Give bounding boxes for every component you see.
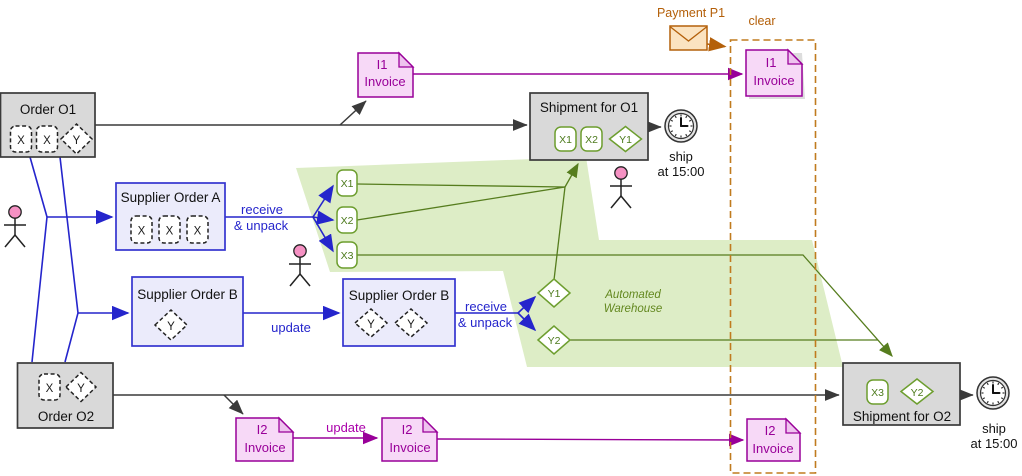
svg-text:Invoice: Invoice [752, 441, 793, 456]
svg-text:Automated: Automated [604, 289, 661, 301]
ship-time-label-o1: ship at 15:00 [658, 149, 705, 179]
svg-text:receive: receive [241, 202, 283, 217]
svg-text:X3: X3 [871, 387, 884, 399]
invoice-i2-node-1: I2 Invoice [235, 416, 295, 462]
invoice-i1-node-2: I1 Invoice [745, 48, 805, 99]
edge-x3-to-shipment-o2 [357, 254, 893, 357]
supplier-order-b-node-1: Supplier Order B Y [131, 276, 244, 347]
svg-text:X1: X1 [341, 178, 354, 190]
invoice-i2-node-2: I2 Invoice [381, 416, 439, 462]
clock-icon-o1 [664, 109, 698, 143]
edge-split-to-x2 [312, 210, 335, 225]
svg-text:X: X [17, 135, 25, 147]
receive-unpack-label-1: receive & unpack [234, 202, 289, 233]
warehouse-actor-icon [289, 244, 311, 287]
edge-o1-to-o2-right [59, 156, 79, 363]
automated-warehouse-zone [296, 157, 843, 367]
svg-text:I2: I2 [257, 422, 268, 437]
svg-text:Y: Y [77, 383, 85, 395]
payment-envelope-icon [669, 25, 708, 51]
svg-text:Invoice: Invoice [244, 440, 285, 455]
automated-warehouse-label: Automated Warehouse [604, 289, 663, 315]
clear-scope-box [729, 39, 817, 474]
svg-text:X3: X3 [341, 250, 354, 262]
update-label-2: update [326, 420, 366, 435]
order-o1-node: Order O1 X X Y [0, 92, 96, 158]
shipping-actor-icon [610, 166, 632, 209]
svg-text:& unpack: & unpack [234, 218, 289, 233]
clear-label: clear [748, 14, 775, 28]
svg-text:I1: I1 [377, 57, 388, 72]
svg-text:Y2: Y2 [911, 387, 924, 399]
svg-text:Invoice: Invoice [389, 440, 430, 455]
payment-p1-label: Payment P1 [657, 6, 725, 20]
svg-text:Y1: Y1 [548, 288, 561, 300]
svg-text:& unpack: & unpack [458, 315, 513, 330]
svg-text:at 15:00: at 15:00 [658, 164, 705, 179]
edge-invoice-i2-flow [436, 433, 745, 447]
invoice-i2-node-3: I2 Invoice [746, 417, 802, 462]
svg-text:X: X [138, 226, 146, 238]
customer-actor-icon [4, 205, 26, 248]
svg-text:X: X [43, 135, 51, 147]
svg-text:receive: receive [465, 299, 507, 314]
svg-text:Order O2: Order O2 [38, 409, 94, 424]
edge-payment-to-clear [706, 37, 727, 52]
svg-text:Shipment for O1: Shipment for O1 [540, 100, 638, 115]
svg-text:X: X [46, 383, 54, 395]
ship-time-label-o2: ship at 15:00 [971, 421, 1018, 451]
invoice-i1-node-1: I1 Invoice [357, 51, 415, 98]
edge-o2-to-invoice-i2 [223, 394, 244, 415]
svg-text:Invoice: Invoice [364, 74, 405, 89]
svg-text:Y: Y [367, 319, 375, 331]
svg-text:I2: I2 [402, 422, 413, 437]
shipment-o2-node: X3 Y2 Shipment for O2 [842, 362, 961, 426]
svg-text:Y: Y [167, 321, 175, 333]
svg-text:Warehouse: Warehouse [604, 303, 663, 315]
item-x3-node: X3 [336, 241, 358, 269]
svg-text:ship: ship [669, 149, 693, 164]
svg-text:Shipment for O2: Shipment for O2 [853, 409, 951, 424]
clock-icon-o2 [976, 376, 1010, 410]
receive-unpack-label-2: receive & unpack [458, 299, 513, 330]
svg-text:I2: I2 [765, 423, 776, 438]
svg-text:Y: Y [407, 319, 415, 331]
svg-text:Order O1: Order O1 [20, 102, 76, 117]
svg-text:I1: I1 [766, 55, 777, 70]
edge-o1-to-o2-left [29, 156, 48, 363]
svg-text:Y: Y [73, 135, 81, 147]
edge-x1-to-merge [356, 183, 566, 188]
edge-o1-to-invoice-i1 [339, 100, 367, 126]
svg-text:X1: X1 [559, 134, 572, 146]
shipment-o1-node: Shipment for O1 X1 X2 Y1 [529, 92, 649, 161]
svg-text:Y2: Y2 [548, 335, 561, 347]
svg-text:X: X [194, 226, 202, 238]
svg-text:Supplier Order B: Supplier Order B [349, 288, 450, 303]
svg-text:Y1: Y1 [619, 134, 632, 146]
svg-text:Invoice: Invoice [753, 73, 794, 88]
svg-text:at 15:00: at 15:00 [971, 436, 1018, 451]
svg-text:X: X [166, 226, 174, 238]
supplier-order-a-node: Supplier Order A X X X [115, 182, 226, 251]
supplier-order-b-node-2: Supplier Order B Y Y [342, 278, 456, 347]
svg-text:Supplier Order A: Supplier Order A [121, 190, 221, 205]
svg-text:X2: X2 [341, 215, 354, 227]
update-label-1: update [271, 320, 311, 335]
item-y2-node: Y2 [536, 325, 572, 355]
item-x2-node: X2 [336, 206, 358, 234]
edge-y1-to-merge [553, 186, 566, 281]
item-x1-node: X1 [336, 169, 358, 197]
item-y1-node: Y1 [536, 278, 572, 308]
order-o2-node: X Y Order O2 [16, 362, 114, 429]
edge-split-to-x3 [312, 216, 334, 253]
edge-split-to-y2 [517, 312, 537, 332]
svg-text:Supplier Order B: Supplier Order B [137, 287, 238, 302]
svg-text:ship: ship [982, 421, 1006, 436]
edge-split-to-y1 [517, 295, 537, 314]
edge-x2-to-merge [356, 186, 566, 221]
edge-merge-to-shipment-o1 [564, 162, 579, 188]
svg-text:X2: X2 [585, 134, 598, 146]
